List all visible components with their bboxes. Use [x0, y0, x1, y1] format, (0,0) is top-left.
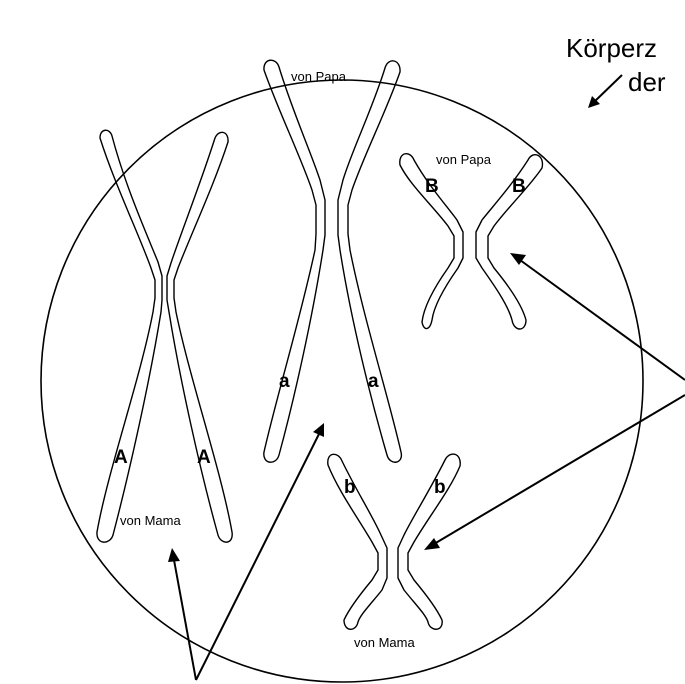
chromatid-left-a: [264, 60, 325, 462]
chromosome-pair-a: von Papa a a: [264, 60, 402, 462]
cell-membrane: [41, 80, 643, 682]
arrow-bottom-to-a-line: [196, 432, 320, 680]
allele-label-b-right: b: [434, 477, 446, 498]
allele-label-A-right: A: [197, 447, 211, 468]
chromatid-right-A: [167, 132, 232, 542]
allele-label-B-right: B: [512, 176, 526, 197]
origin-label-mama-A: von Mama: [120, 513, 181, 528]
chromatid-right-b: [398, 454, 460, 629]
chromosome-pair-B: von Papa B B: [400, 152, 543, 329]
origin-label-papa-B: von Papa: [436, 152, 492, 167]
cell-label-arrow-line: [593, 75, 622, 103]
allele-label-a-right: a: [368, 371, 379, 392]
allele-label-A-left: A: [114, 447, 128, 468]
chromatid-left-b: [328, 454, 387, 629]
cell-label-line-1: Körperz: [566, 33, 657, 63]
chromatid-right-a: [338, 61, 401, 462]
origin-label-papa-a: von Papa: [291, 69, 347, 84]
allele-label-a-left: a: [279, 371, 290, 392]
arrow-right-to-b-head: [424, 538, 440, 550]
chromatid-right-B: [476, 155, 542, 329]
chromosome-pair-A: A A von Mama: [97, 130, 232, 542]
allele-label-B-left: B: [425, 176, 439, 197]
chromosome-pair-b: b b von Mama: [328, 454, 460, 650]
arrow-bottom-to-A-line: [174, 560, 196, 680]
allele-label-b-left: b: [344, 477, 356, 498]
cell-label-line-2: der: [628, 67, 666, 97]
arrow-right-to-B-line: [520, 260, 685, 380]
arrow-right-to-b-line: [434, 395, 685, 544]
origin-label-mama-b: von Mama: [354, 635, 415, 650]
arrow-bottom-to-A-head: [168, 548, 180, 562]
